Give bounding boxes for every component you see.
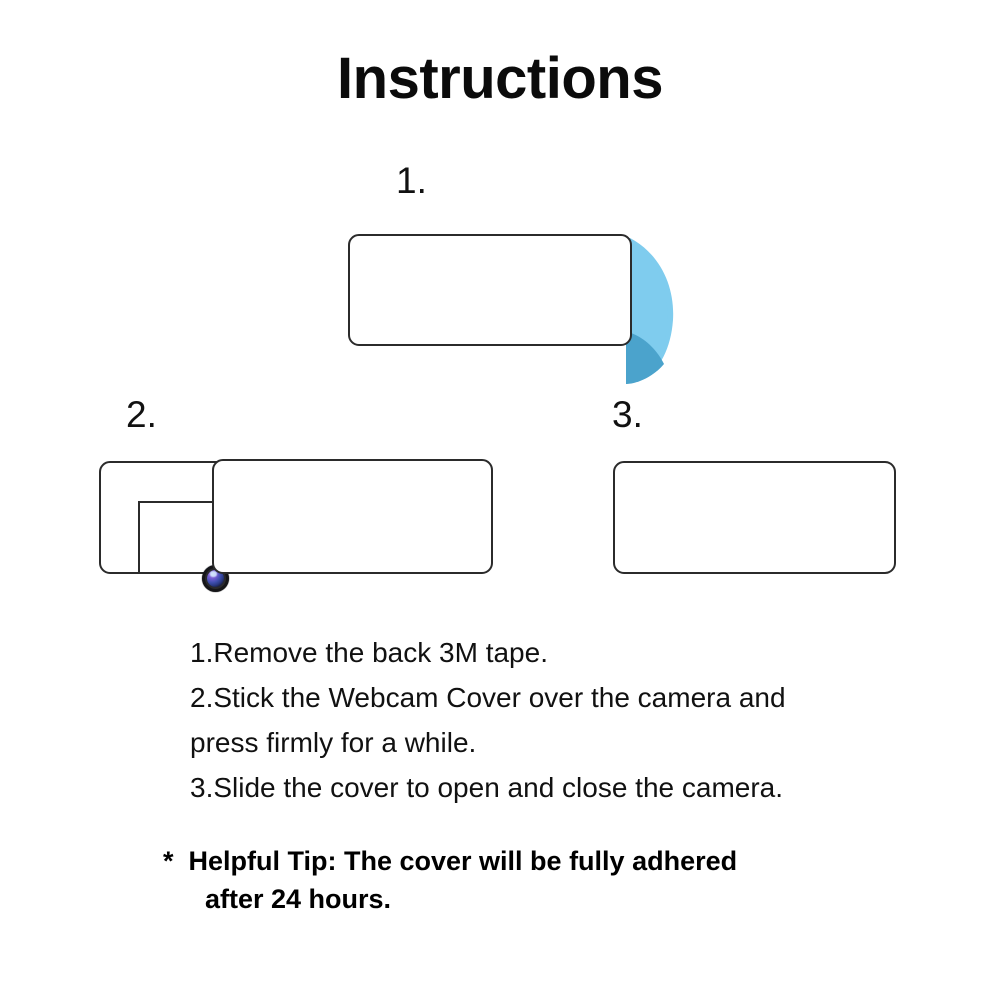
- step-3-figure: [595, 445, 915, 590]
- instruction-list: 1.Remove the back 3M tape. 2.Stick the W…: [190, 630, 890, 810]
- step-3-number: 3.: [612, 394, 643, 435]
- instruction-line-3: 3.Slide the cover to open and close the …: [190, 772, 784, 803]
- helpful-tip: * Helpful Tip: The cover will be fully a…: [163, 842, 923, 918]
- peeling-tape-icon: [626, 238, 674, 384]
- cover-plate-step-3: [613, 461, 896, 574]
- helpful-tip-line-1: * Helpful Tip: The cover will be fully a…: [163, 846, 738, 876]
- instruction-line-1: 1.Remove the back 3M tape.: [190, 637, 548, 668]
- page-title: Instructions: [337, 46, 663, 111]
- instruction-line-2-continued: press firmly for a while.: [190, 727, 477, 758]
- helpful-tip-line-2: after 24 hours.: [205, 884, 392, 914]
- cover-plate-step-1: [348, 234, 632, 346]
- cover-slider-panel[interactable]: [212, 459, 493, 574]
- step-1-figure: [330, 220, 700, 395]
- step-2-number: 2.: [126, 394, 157, 435]
- step-2-figure: [90, 445, 520, 592]
- step-1-number: 1.: [396, 160, 427, 201]
- instruction-line-2: 2.Stick the Webcam Cover over the camera…: [190, 682, 786, 713]
